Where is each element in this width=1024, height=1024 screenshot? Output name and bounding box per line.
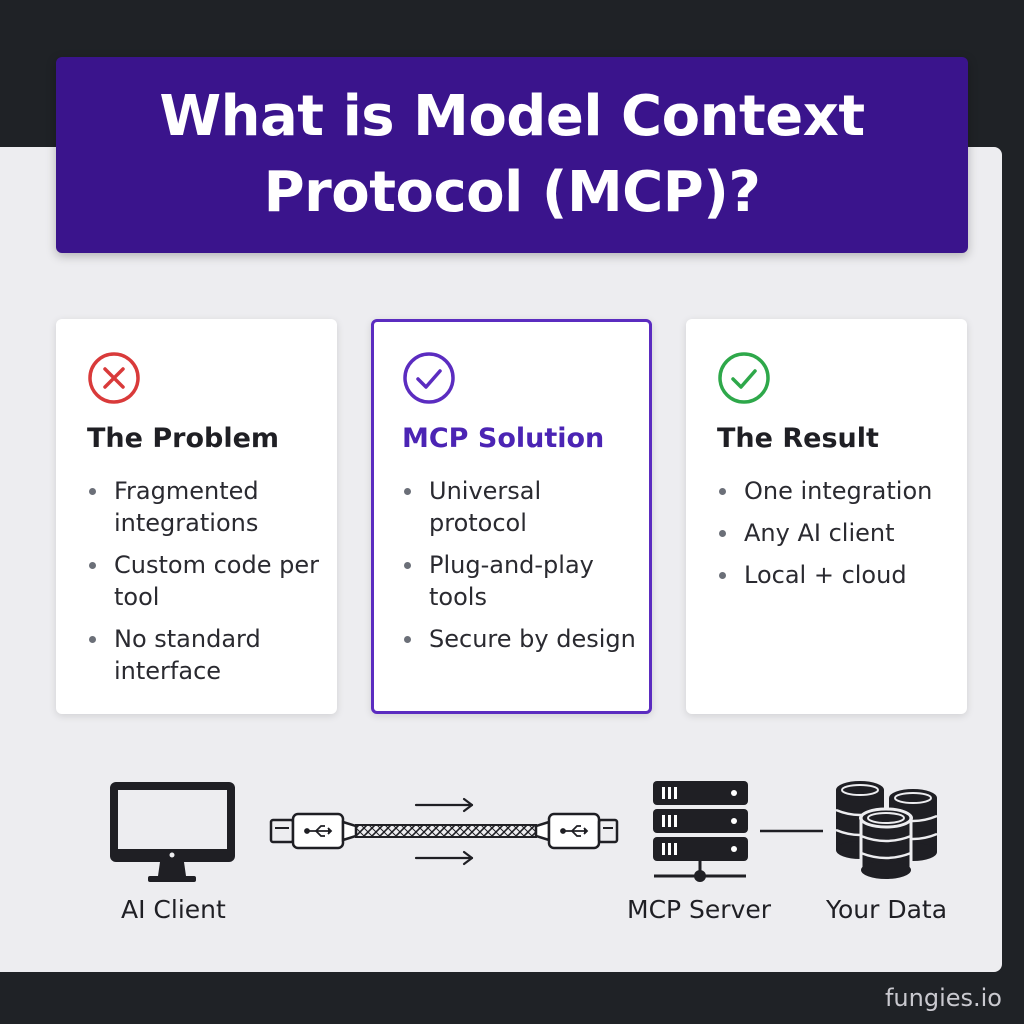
mcp-server-label: MCP Server	[627, 895, 772, 924]
list-item: No standard interface	[87, 623, 327, 687]
check-circle-icon	[718, 352, 770, 404]
problem-card: The Problem Fragmented integrations Cust…	[56, 319, 337, 714]
list-item: Local + cloud	[717, 559, 957, 591]
check-circle-icon	[403, 352, 455, 404]
solution-heading: MCP Solution	[402, 423, 605, 454]
list-item: Plug-and-play tools	[402, 549, 642, 613]
database-icon	[835, 781, 938, 879]
list-item: Universal protocol	[402, 475, 642, 539]
your-data-label: Your Data	[826, 895, 948, 924]
list-item: Fragmented integrations	[87, 475, 327, 539]
list-item: One integration	[717, 475, 957, 507]
brand-watermark: fungies.io	[884, 984, 1002, 1012]
result-heading: The Result	[717, 423, 879, 454]
problem-heading: The Problem	[87, 423, 280, 454]
x-circle-icon	[88, 352, 140, 404]
problem-list: Fragmented integrations Custom code per …	[87, 475, 327, 697]
solution-list: Universal protocol Plug-and-play tools S…	[402, 475, 642, 665]
title-banner: What is Model Context Protocol (MCP)?	[56, 57, 968, 253]
server-icon	[653, 781, 748, 882]
arrow-right-icon	[414, 797, 474, 813]
list-item: Custom code per tool	[87, 549, 327, 613]
list-item: Any AI client	[717, 517, 957, 549]
page-title: What is Model Context Protocol (MCP)?	[159, 84, 865, 225]
list-item: Secure by design	[402, 623, 642, 655]
result-card: The Result One integration Any AI client…	[686, 319, 967, 714]
monitor-icon	[110, 782, 235, 882]
arrow-right-icon	[414, 850, 474, 866]
solution-card: MCP Solution Universal protocol Plug-and…	[371, 319, 652, 714]
usb-cable-icon	[269, 812, 619, 850]
result-list: One integration Any AI client Local + cl…	[717, 475, 957, 601]
ai-client-label: AI Client	[121, 895, 226, 924]
